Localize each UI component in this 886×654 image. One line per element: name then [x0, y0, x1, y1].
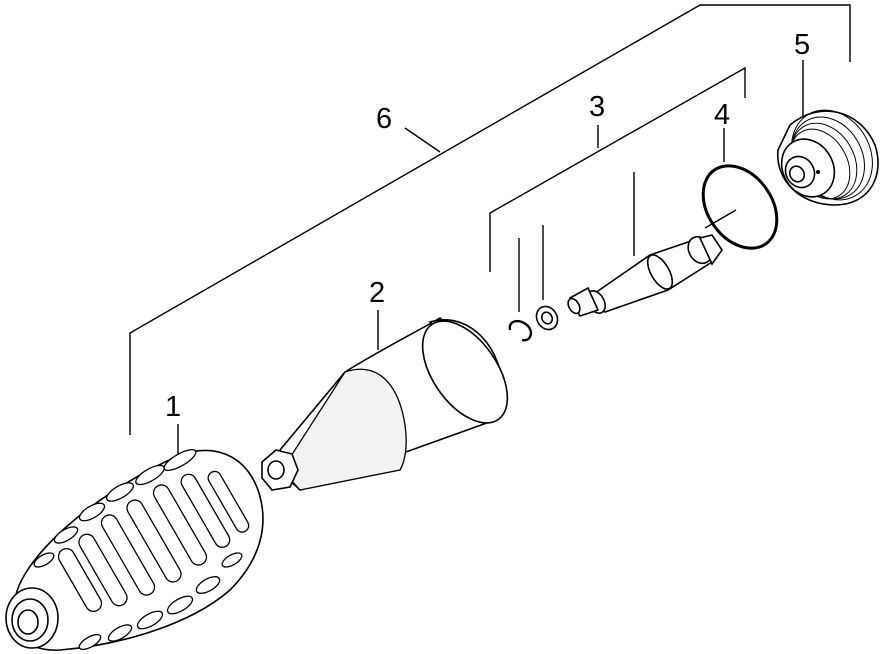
- part-3-circlip: [508, 319, 533, 342]
- callout-label-4: 4: [714, 99, 730, 131]
- bracket-3: [489, 66, 746, 272]
- part-2-nozzle-cap: [261, 316, 509, 491]
- part-3-shaft: [567, 234, 723, 317]
- callout-label-1: 1: [165, 391, 181, 423]
- part-1-rotor-housing: [5, 448, 264, 651]
- part-4-o-ring: [701, 164, 779, 250]
- bracket-6: [129, 4, 851, 435]
- leader-4: [704, 128, 737, 229]
- rotor-ribs: [33, 448, 250, 651]
- callout-label-3: 3: [589, 91, 605, 123]
- part-5-seat: [777, 109, 879, 206]
- callout-label-5: 5: [794, 29, 810, 61]
- part-3-washer: [535, 305, 559, 331]
- callout-label-6: 6: [376, 103, 392, 135]
- callout-label-2: 2: [369, 277, 385, 309]
